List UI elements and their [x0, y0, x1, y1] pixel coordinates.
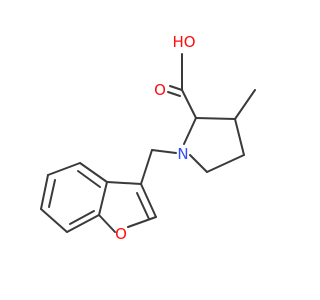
structure-diagram: HO O N O: [40, 33, 256, 243]
hydroxyl-label: HO: [172, 33, 195, 51]
carbonyl-oxygen-label: O: [154, 81, 166, 99]
bond-c5-c6: [40, 174, 49, 210]
bond-ch2-c3ar: [140, 149, 153, 185]
nitrogen-label: N: [177, 145, 188, 163]
bond-n-ch2: [151, 149, 177, 154]
bond-c5-n: [189, 154, 208, 173]
bond-c3-methyl: [234, 89, 256, 120]
bond-c6-c7: [40, 208, 68, 233]
bond-c3-c4: [234, 118, 245, 156]
bond-c2-c3: [195, 117, 236, 120]
furan-oxygen-label: O: [115, 225, 127, 243]
bond-c3a-c7a: [98, 181, 108, 216]
bond-c3a-c4: [79, 162, 108, 183]
bond-c4-c5: [206, 154, 245, 173]
bond-c4-c5: [47, 162, 81, 176]
bond-c2-o: [127, 216, 157, 228]
bond-c7-c7a: [66, 214, 100, 233]
bond-carboxyl-to-ring: [181, 89, 197, 119]
bond-o-c7a: [98, 214, 116, 233]
bond-c-o-double-2: [167, 91, 181, 97]
bond-c2-n: [183, 117, 197, 145]
bond-c3-c2-inner: [136, 192, 150, 220]
bond-c5-c6-inner: [48, 179, 56, 208]
bond-c3-c2: [140, 183, 157, 218]
bond-c3-c3a: [106, 181, 142, 185]
bond-c7-c7a-inner: [69, 210, 95, 225]
bond-c3a-c4-inner: [77, 170, 101, 188]
bond-c-o-double-1: [169, 85, 183, 91]
